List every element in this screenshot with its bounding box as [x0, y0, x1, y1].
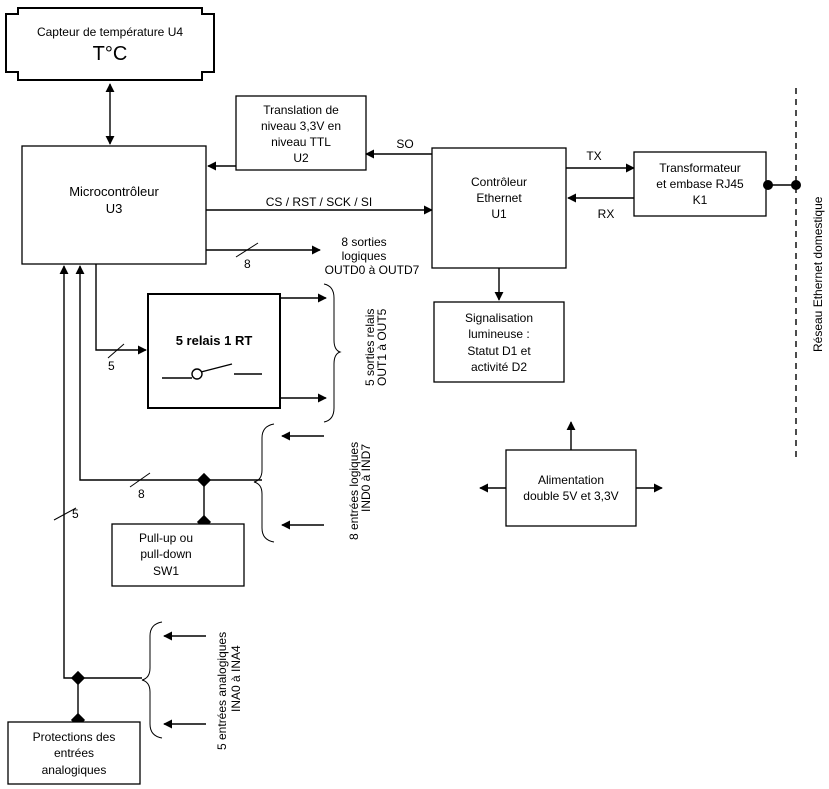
logic-outputs-bus-slash — [235, 242, 259, 258]
protection-line-2: entrées — [54, 746, 94, 760]
analog-inputs-bus — [59, 265, 142, 679]
signal-line-2: lumineuse : — [468, 327, 529, 341]
translation-line-3: niveau TTL — [271, 135, 331, 149]
transformer-line-2: et embase RJ45 — [656, 177, 744, 191]
signal-led-block: Signalisation lumineuse : Statut D1 et a… — [433, 301, 565, 383]
translation-line-4: U2 — [293, 151, 309, 165]
protection-line-1: Protections des — [33, 730, 116, 744]
digital-inputs-bus-slash — [129, 472, 151, 488]
tx-label: TX — [586, 149, 601, 163]
analog-inputs-brace — [141, 621, 163, 739]
transformer-line-3: K1 — [693, 193, 708, 207]
analog-junction-top — [70, 670, 86, 686]
protection-frame — [7, 721, 141, 785]
digital-inputs-line-2: IND0 à IND7 — [359, 444, 373, 512]
pull-junction-top — [196, 472, 212, 488]
ethernet-line-3: U1 — [491, 207, 507, 221]
relay-title: 5 relais 1 RT — [176, 333, 253, 348]
home-network-label: Réseau Ethernet domestique — [811, 196, 825, 352]
signal-frame — [433, 301, 565, 383]
ethernet-controller-block: Contrôleur Ethernet U1 — [431, 147, 567, 269]
analog-protection-block: Protections des entrées analogiques — [7, 721, 141, 785]
transformer-frame — [633, 151, 767, 217]
relay-frame — [147, 293, 281, 409]
signal-line-3: Statut D1 et — [467, 344, 531, 358]
analog-inputs-bus-width: 5 — [72, 507, 79, 521]
transformer-line-1: Transformateur — [659, 161, 741, 175]
signal-line-1: Signalisation — [465, 311, 533, 325]
logic-outputs-line-3: OUTD0 à OUTD7 — [325, 263, 420, 277]
mcu-to-relay-bus — [95, 264, 147, 355]
relay-block: 5 relais 1 RT — [147, 293, 281, 409]
transformer-block: Transformateur et embase RJ45 K1 — [633, 151, 767, 217]
sensor-unit: T°C — [93, 43, 128, 65]
pull-line-1: Pull-up ou — [139, 531, 193, 545]
power-line-1: Alimentation — [538, 473, 604, 487]
temperature-sensor-frame — [5, 7, 215, 81]
rj45-connector-dot — [763, 180, 773, 190]
protection-line-3: analogiques — [42, 763, 107, 777]
pull-up-down-block: Pull-up ou pull-down SW1 — [111, 523, 245, 587]
translation-frame — [235, 95, 367, 171]
digital-inputs-line-1: 8 entrées logiques — [347, 442, 361, 540]
rx-label: RX — [598, 207, 615, 221]
relay-outputs-line-1: 5 sorties relais — [363, 309, 377, 386]
relay-bus-slash — [107, 343, 125, 359]
logic-outputs-line-2: logiques — [342, 249, 387, 263]
analog-inputs-line-1: 5 entrées analogiques — [215, 632, 229, 750]
microcontroller-label: Microcontrôleur — [69, 184, 159, 199]
microcontroller-block: Microcontrôleur U3 — [21, 145, 207, 265]
logic-outputs-bus-width: 8 — [244, 257, 251, 271]
pull-line-3: SW1 — [153, 564, 179, 578]
sensor-title: Capteur de température U4 — [37, 25, 183, 39]
ethernet-line-2: Ethernet — [476, 191, 522, 205]
translation-line-2: niveau 3,3V en — [261, 119, 341, 133]
microcontroller-frame — [21, 145, 207, 265]
analog-inputs-bus-slash — [53, 507, 77, 521]
relay-contact-blade — [200, 363, 233, 373]
level-translation-block: Translation de niveau 3,3V en niveau TTL… — [235, 95, 367, 171]
pull-line-2: pull-down — [140, 547, 191, 561]
power-line-2: double 5V et 3,3V — [523, 489, 618, 503]
analog-inputs-line-2: INA0 à INA4 — [229, 645, 243, 712]
network-connector-dot — [791, 180, 801, 190]
microcontroller-ref: U3 — [106, 201, 123, 216]
digital-inputs-bus-width: 8 — [138, 487, 145, 501]
translation-line-1: Translation de — [263, 103, 339, 117]
relay-contact-pivot — [191, 368, 203, 380]
spi-bus-label: CS / RST / SCK / SI — [266, 195, 372, 209]
logic-outputs-line-1: 8 sorties — [341, 235, 386, 249]
pull-frame — [111, 523, 245, 587]
signal-line-4: activité D2 — [471, 360, 527, 374]
relay-outputs-line-2: OUT1 à OUT5 — [375, 308, 389, 386]
power-supply-block: Alimentation double 5V et 3,3V — [505, 449, 637, 527]
digital-inputs-brace — [253, 423, 275, 543]
temperature-sensor-block: Capteur de température U4 T°C — [5, 7, 215, 81]
relay-bus-width: 5 — [108, 359, 115, 373]
ethernet-frame — [431, 147, 567, 269]
power-frame — [505, 449, 637, 527]
so-label: SO — [396, 137, 413, 151]
ethernet-line-1: Contrôleur — [471, 175, 527, 189]
relay-outputs-brace — [323, 283, 342, 423]
